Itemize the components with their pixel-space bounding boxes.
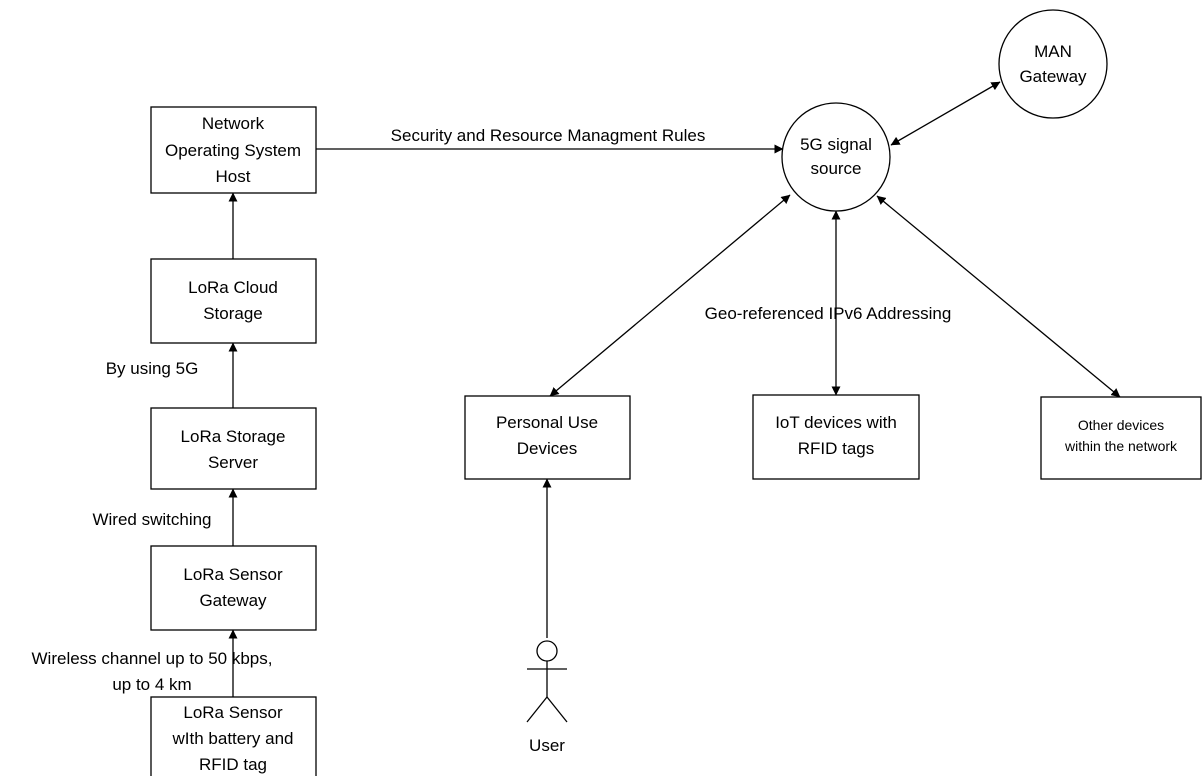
signal-source-line-2: source <box>810 159 861 178</box>
signal-source-line-1: 5G signal <box>800 135 872 154</box>
iot-devices-line-2: RFID tags <box>798 439 875 458</box>
edge-5g-man-gateway <box>890 81 1001 146</box>
label-wireless-line-2: up to 4 km <box>112 675 191 694</box>
sensor-line-2: wIth battery and <box>172 729 294 748</box>
node-iot-devices: IoT devices with RFID tags <box>752 394 920 480</box>
sensor-line-1: LoRa Sensor <box>183 703 283 722</box>
label-wireless-line-1: Wireless channel up to 50 kbps, <box>32 649 273 668</box>
node-lora-cloud-storage: LoRa Cloud Storage <box>150 258 317 344</box>
label-by-using-5g: By using 5G <box>106 359 199 378</box>
node-nos-host: Network Operating System Host <box>150 106 317 194</box>
personal-devices-line-1: Personal Use <box>496 413 598 432</box>
storage-server-line-1: LoRa Storage <box>181 427 286 446</box>
man-gateway-line-1: MAN <box>1034 42 1072 61</box>
label-wired-switching: Wired switching <box>92 510 211 529</box>
node-5g-signal-source: 5G signal source <box>781 102 891 212</box>
man-gateway-line-2: Gateway <box>1019 67 1087 86</box>
node-other-devices: Other devices within the network <box>1040 396 1202 480</box>
nos-host-line-3: Host <box>216 167 251 186</box>
label-security-rules: Security and Resource Managment Rules <box>391 126 706 145</box>
sensor-line-3: RFID tag <box>199 755 267 774</box>
personal-devices-line-2: Devices <box>517 439 577 458</box>
iot-devices-line-1: IoT devices with <box>775 413 897 432</box>
sensor-gateway-line-2: Gateway <box>199 591 267 610</box>
cloud-storage-line-2: Storage <box>203 304 263 323</box>
other-devices-line-2: within the network <box>1064 438 1178 454</box>
sensor-gateway-line-1: LoRa Sensor <box>183 565 283 584</box>
other-devices-line-1: Other devices <box>1078 417 1164 433</box>
node-lora-sensor-gateway: LoRa Sensor Gateway <box>150 545 317 631</box>
edge-5g-personal-devices <box>549 194 791 397</box>
user-label: User <box>529 736 565 755</box>
node-personal-use-devices: Personal Use Devices <box>464 395 631 480</box>
edge-5g-other-devices <box>876 195 1121 398</box>
label-geo-ipv6: Geo-referenced IPv6 Addressing <box>705 304 952 323</box>
storage-server-line-2: Server <box>208 453 258 472</box>
node-man-gateway: MAN Gateway <box>998 9 1108 119</box>
node-lora-storage-server: LoRa Storage Server <box>150 407 317 490</box>
user-actor-icon <box>526 640 568 723</box>
nos-host-line-2: Operating System <box>165 141 301 160</box>
nos-host-line-1: Network <box>202 114 265 133</box>
node-lora-sensor: LoRa Sensor wIth battery and RFID tag <box>150 696 317 776</box>
cloud-storage-line-1: LoRa Cloud <box>188 278 278 297</box>
